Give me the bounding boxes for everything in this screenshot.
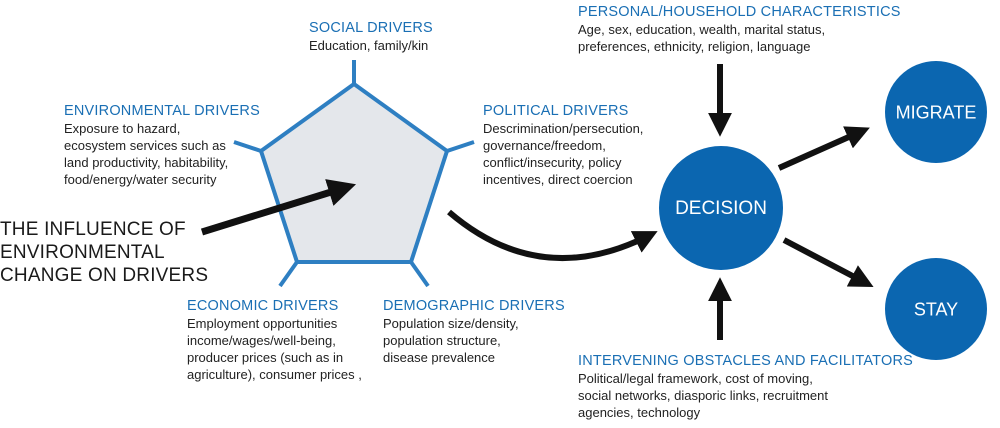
demographic-drivers-title: DEMOGRAPHIC DRIVERS bbox=[383, 298, 565, 314]
personal-characteristics-title: PERSONAL/HOUSEHOLD CHARACTERISTICS bbox=[578, 4, 901, 20]
decision-to-migrate-arrow bbox=[777, 126, 870, 171]
personal-characteristics-text: Age, sex, education, wealth, marital sta… bbox=[578, 21, 901, 55]
obstacles-facilitators-text: Political/legal framework, cost of movin… bbox=[578, 370, 913, 421]
obstacles-facilitators-line: social networks, diasporic links, recrui… bbox=[578, 388, 828, 403]
demographic-drivers-line: population structure, bbox=[383, 333, 501, 348]
influence-arrow bbox=[200, 179, 357, 236]
influence-line: CHANGE ON DRIVERS bbox=[0, 265, 209, 286]
economic-drivers-line: Employment opportunities bbox=[187, 316, 338, 331]
obstacles-facilitators-line: Political/legal framework, cost of movin… bbox=[578, 371, 813, 386]
stay-label: STAY bbox=[913, 299, 959, 320]
spoke-economic bbox=[278, 260, 299, 288]
social-drivers-line: Education, family/kin bbox=[309, 38, 429, 53]
social-drivers-block: SOCIAL DRIVERS Education, family/kin bbox=[309, 19, 433, 54]
political-drivers-line: Descrimination/persecution, bbox=[483, 121, 644, 136]
stay-circle bbox=[885, 258, 987, 360]
economic-drivers-line: producer prices (such as in bbox=[187, 350, 344, 365]
environmental-drivers-line: Exposure to hazard, bbox=[64, 121, 181, 136]
spoke-environmental bbox=[233, 140, 262, 153]
economic-drivers-line: agriculture), consumer prices , bbox=[187, 367, 362, 382]
obstacles-facilitators-title: INTERVENING OBSTACLES AND FACILITATORS bbox=[578, 353, 913, 369]
influence-line: ENVIRONMENTAL bbox=[0, 242, 165, 263]
political-drivers-line: conflict/insecurity, policy bbox=[483, 155, 622, 170]
political-drivers-title: POLITICAL DRIVERS bbox=[483, 103, 629, 119]
influence-line: THE INFLUENCE OF bbox=[0, 219, 186, 240]
social-drivers-text: Education, family/kin bbox=[309, 37, 433, 54]
environmental-drivers-line: ecosystem services such as bbox=[64, 138, 226, 153]
drivers-pentagon bbox=[259, 82, 449, 264]
decision-label: DECISION bbox=[675, 198, 767, 219]
political-drivers-block: POLITICAL DRIVERS Descrimination/persecu… bbox=[483, 102, 643, 188]
economic-drivers-text: Employment opportunities income/wages/we… bbox=[187, 315, 362, 383]
decision-circle bbox=[659, 146, 783, 270]
environmental-drivers-title: ENVIRONMENTAL DRIVERS bbox=[64, 103, 260, 119]
obstacles-facilitators-block: INTERVENING OBSTACLES AND FACILITATORS P… bbox=[578, 352, 913, 421]
demographic-drivers-line: Population size/density, bbox=[383, 316, 519, 331]
political-drivers-text: Descrimination/persecution, governance/f… bbox=[483, 120, 643, 188]
demographic-drivers-text: Population size/density, population stru… bbox=[383, 315, 565, 366]
spoke-political bbox=[446, 140, 475, 153]
spoke-demographic bbox=[409, 260, 430, 288]
decision-to-stay-arrow bbox=[782, 237, 874, 288]
economic-drivers-title: ECONOMIC DRIVERS bbox=[187, 298, 339, 314]
migrate-label: MIGRATE bbox=[895, 102, 977, 123]
influence-label: THE INFLUENCE OF ENVIRONMENTAL CHANGE ON… bbox=[0, 218, 208, 287]
personal-characteristics-line: preferences, ethnicity, religion, langua… bbox=[578, 39, 811, 54]
environmental-drivers-line: food/energy/water security bbox=[64, 172, 217, 187]
personal-characteristics-block: PERSONAL/HOUSEHOLD CHARACTERISTICS Age, … bbox=[578, 3, 901, 55]
environmental-drivers-line: land productivity, habitability, bbox=[64, 155, 229, 170]
environmental-drivers-block: ENVIRONMENTAL DRIVERS Exposure to hazard… bbox=[64, 102, 260, 188]
economic-drivers-block: ECONOMIC DRIVERS Employment opportunitie… bbox=[187, 297, 362, 383]
political-drivers-line: incentives, direct coercion bbox=[483, 172, 633, 187]
economic-drivers-line: income/wages/well-being, bbox=[187, 333, 336, 348]
demographic-drivers-block: DEMOGRAPHIC DRIVERS Population size/dens… bbox=[383, 297, 565, 366]
demographic-drivers-line: disease prevalence bbox=[383, 350, 496, 365]
social-drivers-title: SOCIAL DRIVERS bbox=[309, 20, 433, 36]
personal-characteristics-line: Age, sex, education, wealth, marital sta… bbox=[578, 22, 826, 37]
obstacles-facilitators-line: agencies, technology bbox=[578, 405, 701, 420]
environmental-drivers-text: Exposure to hazard, ecosystem services s… bbox=[64, 120, 260, 188]
drivers-to-decision-arrow bbox=[447, 209, 658, 261]
migrate-circle bbox=[885, 61, 987, 163]
political-drivers-line: governance/freedom, bbox=[483, 138, 606, 153]
